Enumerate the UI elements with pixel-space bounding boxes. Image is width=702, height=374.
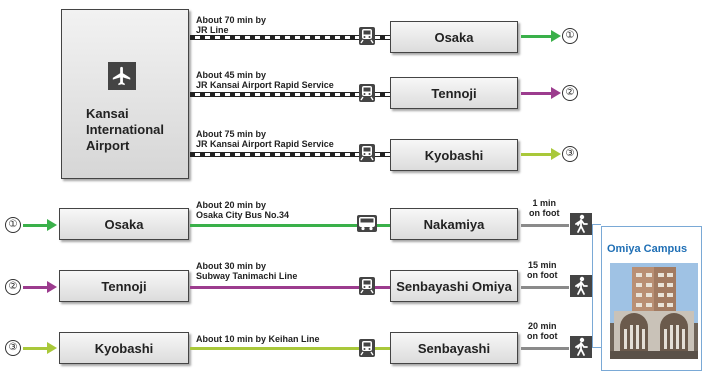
- airport-box: Kansai International Airport: [61, 9, 189, 179]
- route-arrow-line: [521, 92, 553, 95]
- origin-tennoji: Tennoji: [59, 270, 189, 302]
- airplane-icon: [108, 62, 136, 90]
- campus-connector: [592, 224, 601, 225]
- route-marker: ①: [562, 28, 578, 44]
- route-arrow-line: [521, 153, 553, 156]
- arrow-head: [47, 219, 57, 231]
- route-marker: ③: [5, 340, 21, 356]
- arrow-head: [551, 30, 561, 42]
- arrow-head: [551, 148, 561, 160]
- campus-connector: [592, 224, 593, 348]
- origin-kyobashi: Kyobashi: [59, 332, 189, 364]
- walking-person-icon: [570, 213, 592, 235]
- train-icon: [359, 144, 375, 162]
- campus-title: Omiya Campus: [607, 243, 688, 255]
- route-note: About 10 min by Keihan Line: [196, 334, 320, 344]
- omiya-campus-panel: Omiya Campus: [601, 226, 702, 371]
- campus-building-photo: [610, 263, 698, 359]
- train-icon: [359, 84, 375, 102]
- route-line: [190, 286, 390, 289]
- destination-kyobashi: Kyobashi: [390, 139, 518, 171]
- rail-line: [190, 35, 390, 40]
- route-marker: ①: [5, 217, 21, 233]
- arrow-head: [47, 342, 57, 354]
- walk-line: [521, 224, 569, 227]
- rail-line: [190, 92, 390, 97]
- route-marker: ③: [562, 146, 578, 162]
- train-icon: [359, 277, 375, 295]
- stop-nakamiya: Nakamiya: [390, 208, 518, 240]
- campus-connector: [592, 347, 601, 348]
- walking-person-icon: [570, 336, 592, 358]
- route-marker: ②: [562, 85, 578, 101]
- route-arrow-line: [23, 224, 49, 227]
- route-marker: ②: [5, 279, 21, 295]
- route-arrow-line: [23, 286, 49, 289]
- route-arrow-line: [23, 347, 49, 350]
- train-icon: [359, 339, 375, 357]
- destination-osaka: Osaka: [390, 21, 518, 53]
- bus-icon: [357, 215, 377, 232]
- rail-line: [190, 152, 390, 157]
- train-icon: [359, 27, 375, 45]
- destination-tennoji: Tennoji: [390, 77, 518, 109]
- arrow-head: [551, 87, 561, 99]
- route-line: [190, 224, 390, 227]
- stop-senbayashi-omiya: Senbayashi Omiya: [390, 270, 518, 302]
- walk-line: [521, 286, 569, 289]
- airport-name: Kansai International Airport: [86, 106, 165, 153]
- route-line: [190, 347, 390, 350]
- stop-senbayashi: Senbayashi: [390, 332, 518, 364]
- walking-person-icon: [570, 275, 592, 297]
- origin-osaka: Osaka: [59, 208, 189, 240]
- walk-line: [521, 347, 569, 350]
- arrow-head: [47, 281, 57, 293]
- route-arrow-line: [521, 35, 553, 38]
